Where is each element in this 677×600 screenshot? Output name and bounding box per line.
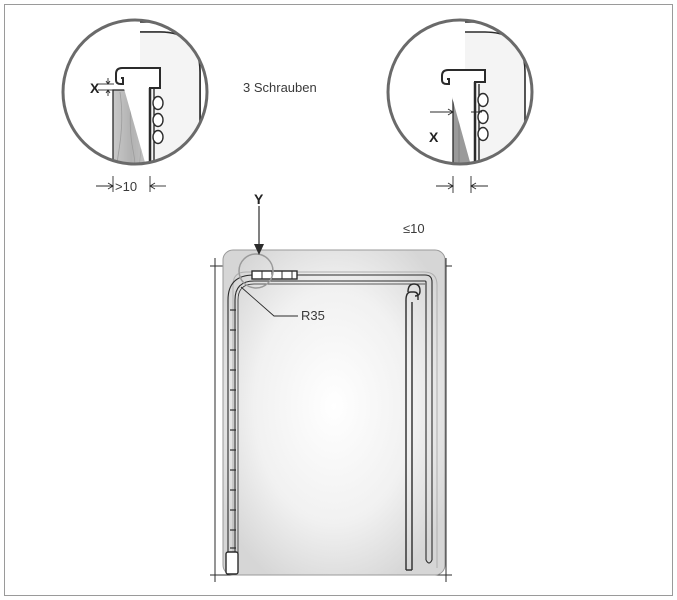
view-label-y: Y — [254, 191, 264, 207]
screws-label: 3 Schrauben — [243, 80, 317, 95]
dimension-x-right: X — [429, 129, 439, 145]
gap-dimension-right — [436, 176, 488, 193]
gap-dimension-left — [96, 176, 166, 192]
dimension-x-left: X — [90, 80, 100, 96]
radius-label: R35 — [301, 308, 325, 323]
gap-label-right: ≤10 — [403, 221, 425, 236]
installation-view — [210, 206, 452, 582]
gap-label-left: >10 — [115, 179, 137, 194]
